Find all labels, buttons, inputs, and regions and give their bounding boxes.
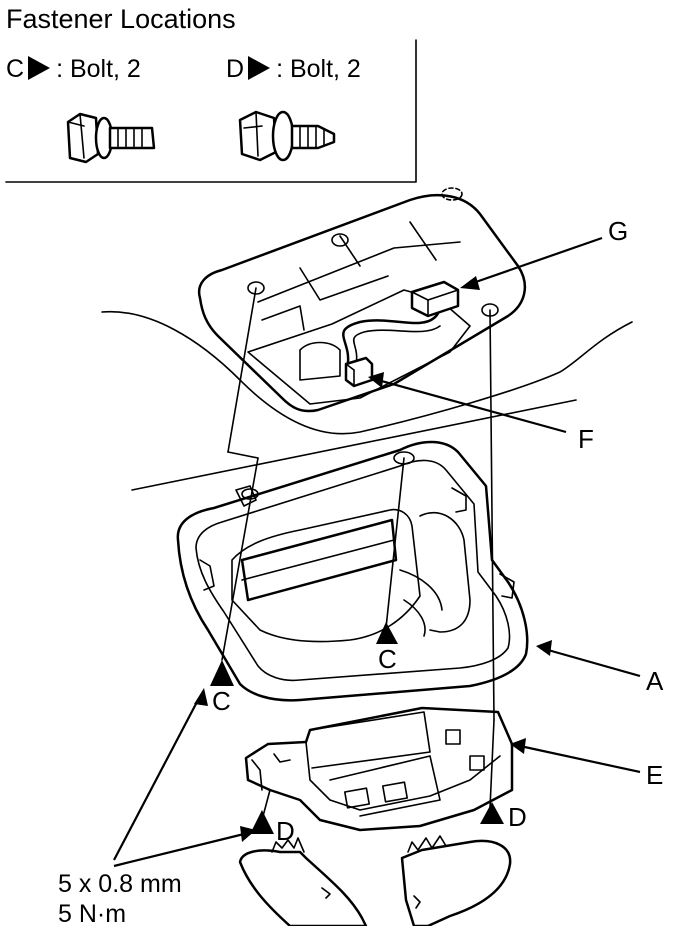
callout-a: A (646, 666, 664, 696)
arrow-c-left (210, 660, 234, 686)
triangle-icon (248, 56, 271, 80)
callout-f: F (578, 424, 594, 454)
fastener-d-letter: D (226, 55, 245, 83)
diagram-title: Fastener Locations (6, 4, 236, 34)
alignment-lines (221, 287, 495, 821)
callout-c-left: C (212, 686, 231, 716)
arrow-c-right (376, 622, 398, 644)
triangle-icon (28, 56, 51, 80)
bolt-d-icon (238, 110, 336, 162)
fastener-d-legend: D : Bolt, 2 (226, 55, 361, 84)
callout-d-right: D (508, 802, 527, 832)
arrow-d-right (480, 802, 504, 824)
lens-right (400, 835, 512, 926)
console-housing (176, 440, 529, 702)
callout-d-left: D (276, 816, 295, 846)
connector-g (410, 280, 460, 318)
fastener-c-legend: C : Bolt, 2 (6, 55, 141, 84)
roof-bracket (197, 187, 527, 413)
headliner-contour (101, 310, 633, 435)
fastener-arrows (210, 622, 504, 834)
callout-c-right: C (378, 644, 397, 674)
spec-size: 5 x 0.8 mm (58, 870, 182, 898)
connector-f (344, 356, 374, 388)
spec-torque: 5 N·m (58, 900, 127, 928)
map-light-assembly (244, 706, 514, 832)
callout-e: E (646, 760, 664, 790)
lens-left (238, 837, 368, 926)
bolt-c-icon (66, 112, 156, 164)
fastener-c-label: : Bolt, 2 (56, 55, 141, 83)
callout-g: G (608, 216, 629, 246)
fastener-d-label: : Bolt, 2 (276, 55, 361, 83)
fastener-c-letter: C (6, 55, 25, 83)
leader-lines (113, 236, 641, 868)
arrow-d-left (250, 810, 274, 834)
legend-box-border (5, 39, 417, 183)
